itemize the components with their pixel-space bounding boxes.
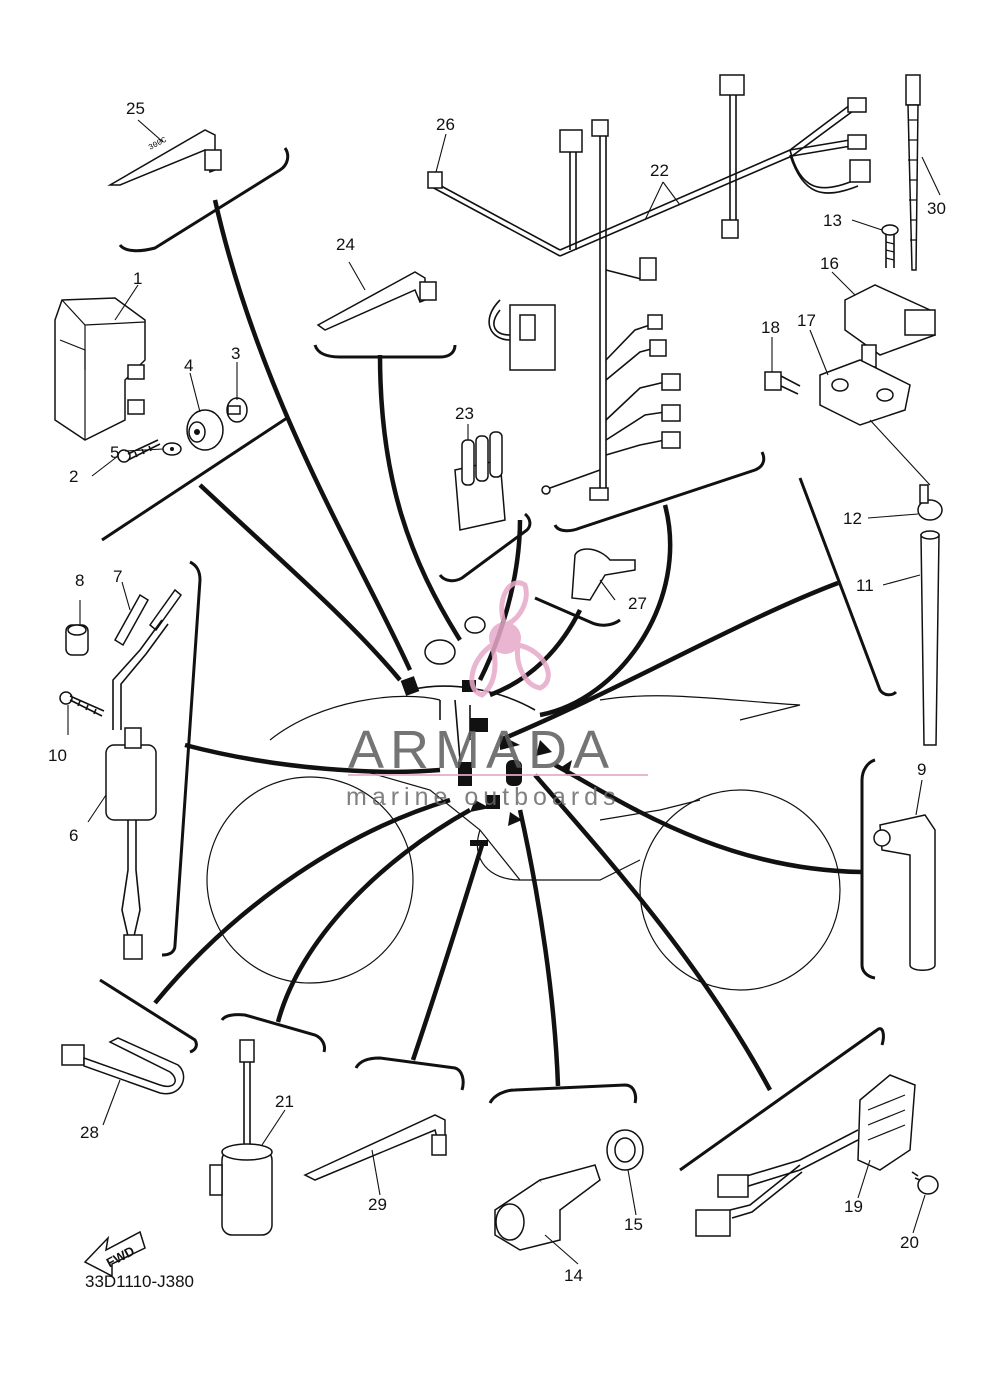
callout-6: 6 bbox=[69, 826, 78, 845]
callout-22: 22 bbox=[650, 161, 669, 180]
part-19-regulator bbox=[695, 1074, 916, 1237]
callout-26: 26 bbox=[436, 115, 455, 134]
part-14-sensor bbox=[494, 1164, 601, 1251]
callout-8: 8 bbox=[75, 571, 84, 590]
callout-23: 23 bbox=[455, 404, 474, 423]
watermark-brand: ARMADA bbox=[348, 720, 615, 780]
callout-18: 18 bbox=[761, 318, 780, 337]
part-12-clamp bbox=[917, 484, 943, 521]
fwd-label: FWD bbox=[104, 1243, 137, 1270]
callout-7: 7 bbox=[113, 567, 122, 586]
callout-numbers: 1 2 3 4 5 6 7 8 9 10 11 12 13 14 15 16 1… bbox=[48, 99, 946, 1285]
motorcycle-outline bbox=[206, 695, 841, 991]
callout-25: 25 bbox=[126, 99, 145, 118]
callout-17: 17 bbox=[797, 311, 816, 330]
callout-24: 24 bbox=[336, 235, 355, 254]
callout-5: 5 bbox=[110, 443, 119, 462]
watermark-tagline: marine outboards bbox=[346, 783, 621, 811]
drawing-code: 33D1110-J380 bbox=[85, 1272, 194, 1291]
callout-leaders bbox=[67, 119, 941, 1265]
part-17-bracket bbox=[819, 359, 911, 426]
part-5-washer bbox=[162, 442, 182, 456]
callout-10: 10 bbox=[48, 746, 67, 765]
part-13-screw bbox=[881, 224, 899, 268]
callout-11: 11 bbox=[856, 576, 874, 595]
callout-13: 13 bbox=[823, 211, 842, 230]
part-11-hose bbox=[920, 530, 940, 746]
callout-20: 20 bbox=[900, 1233, 919, 1252]
callout-16: 16 bbox=[820, 254, 839, 273]
callout-15: 15 bbox=[624, 1215, 643, 1234]
watermark: ARMADA marine outboards bbox=[346, 580, 648, 811]
part-18-bolt bbox=[764, 371, 801, 395]
part-30-cable-tie bbox=[905, 74, 921, 271]
callout-1: 1 bbox=[133, 269, 142, 288]
callout-19: 19 bbox=[844, 1197, 863, 1216]
brackets bbox=[99, 147, 898, 1172]
callout-27: 27 bbox=[628, 594, 647, 613]
callout-29: 29 bbox=[368, 1195, 387, 1214]
callout-4: 4 bbox=[184, 356, 193, 375]
part-16-sensor bbox=[844, 284, 936, 368]
part-2-screw bbox=[117, 439, 161, 463]
callout-30: 30 bbox=[927, 199, 946, 218]
part-21-condenser bbox=[209, 1039, 273, 1236]
part-7-tubes bbox=[113, 588, 183, 647]
part-1-ecu bbox=[54, 297, 146, 441]
part-28-band bbox=[61, 1037, 185, 1095]
part-9-plug-cap bbox=[873, 814, 936, 971]
center-markers bbox=[400, 676, 572, 846]
part-3-collar bbox=[226, 397, 248, 423]
part-6-ignition-coil bbox=[105, 619, 169, 960]
callout-12: 12 bbox=[843, 509, 862, 528]
callout-2: 2 bbox=[69, 467, 78, 486]
part-24-clamp bbox=[316, 271, 437, 331]
part-10-bolt bbox=[59, 691, 105, 717]
callout-28: 28 bbox=[80, 1123, 99, 1142]
fwd-arrow-icon: FWD bbox=[83, 1230, 146, 1278]
callout-3: 3 bbox=[231, 344, 240, 363]
part-22-wire-harness bbox=[427, 74, 871, 501]
part-25-clamp: 300C bbox=[107, 129, 222, 186]
callout-14: 14 bbox=[564, 1266, 583, 1285]
callout-9: 9 bbox=[917, 760, 926, 779]
part-23-connector bbox=[454, 431, 506, 531]
part-29-clamp bbox=[303, 1114, 447, 1181]
part-27-clip bbox=[571, 548, 636, 601]
part-8-grommet bbox=[65, 624, 89, 656]
leader-lines bbox=[153, 199, 863, 1092]
callout-21: 21 bbox=[275, 1092, 294, 1111]
part-20-bolt bbox=[911, 1171, 939, 1195]
part-4-damper bbox=[186, 409, 224, 451]
propeller-logo bbox=[469, 580, 551, 698]
part-15-washer bbox=[606, 1129, 644, 1171]
